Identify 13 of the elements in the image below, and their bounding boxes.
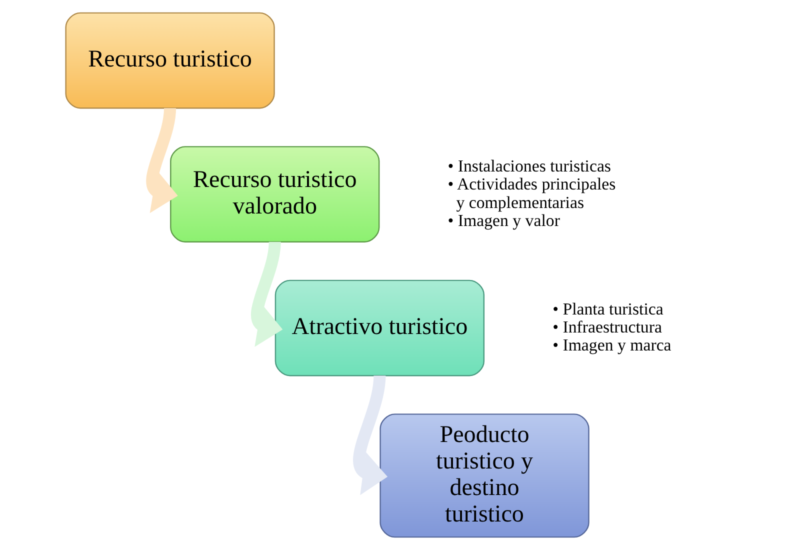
node-label: • Imagen y valor xyxy=(448,210,560,230)
node-label: • Planta turistica xyxy=(552,299,664,318)
node-box: Recurso turistico valorado xyxy=(170,146,380,242)
arrow xyxy=(353,375,388,496)
node-box: Peoducto turistico y destino turistico xyxy=(380,414,590,538)
node-box: Atractivo turistico xyxy=(274,280,485,376)
node-box: Recurso turistico xyxy=(65,12,275,109)
arrow xyxy=(146,108,178,214)
node-label: • Imagen y marca xyxy=(552,336,672,355)
arrow xyxy=(250,241,283,347)
node-label: • Actividades principales y complementarias xyxy=(448,174,616,212)
node-label: • Infraestructura xyxy=(552,317,662,336)
node-label: • Instalaciones turisticas xyxy=(448,156,611,176)
